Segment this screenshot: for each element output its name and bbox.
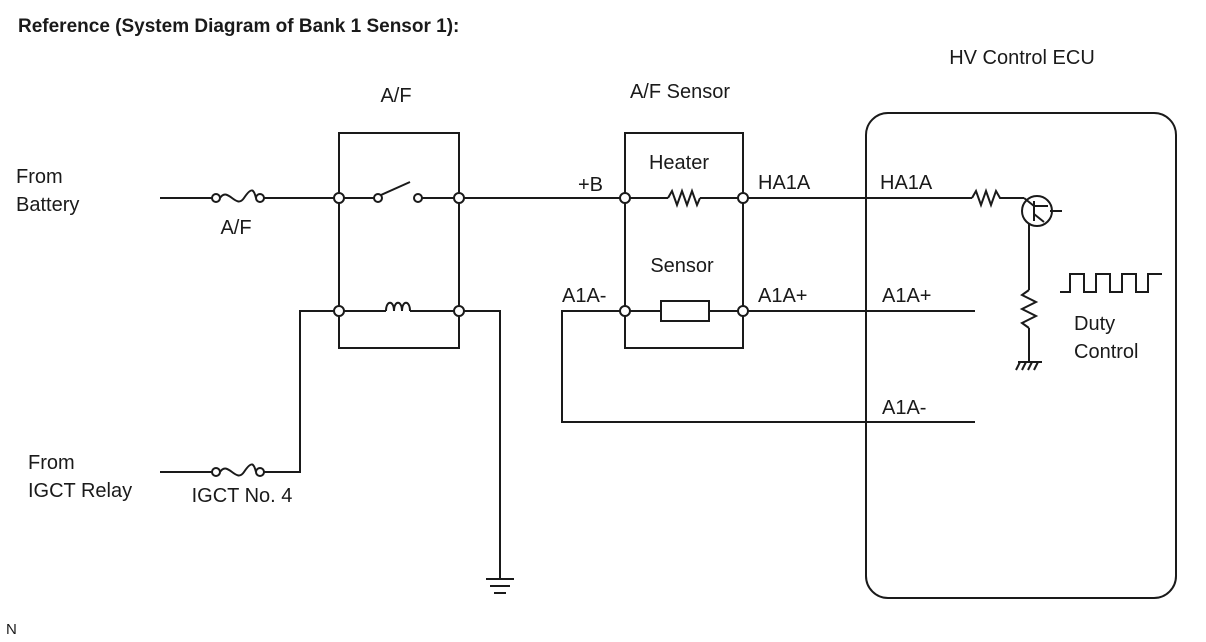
af-sensor-box	[624, 132, 744, 349]
transistor-icon	[1021, 195, 1062, 227]
from-igct-label-2: IGCT Relay	[28, 480, 132, 502]
ha1a-sensor-label: HA1A	[758, 172, 811, 194]
a1a-minus-wire	[561, 310, 975, 423]
heater-label: Heater	[649, 152, 709, 174]
pulldown-resistor-icon	[1019, 289, 1039, 329]
duty-waveform-icon	[1060, 273, 1162, 293]
igct-fuse-label: IGCT No. 4	[192, 485, 293, 507]
ha1a-ecu-label: HA1A	[880, 172, 933, 194]
relay-terminal-node	[333, 305, 345, 317]
sensor-terminal-node	[737, 192, 749, 204]
af-relay-box	[338, 132, 460, 349]
sensor-terminal-node	[619, 305, 631, 317]
plus-b-terminal-label: +B	[578, 174, 603, 196]
igct-fuse-icon	[211, 463, 265, 477]
a1a-minus-ecu-label: A1A-	[882, 397, 926, 419]
footer-code: N	[6, 621, 17, 638]
heater-resistor-icon	[667, 188, 701, 208]
duty-label-2: Control	[1074, 341, 1138, 363]
a1a-minus-sensor-label: A1A-	[562, 285, 606, 307]
sensor-element-icon	[660, 300, 710, 322]
a1a-plus-sensor-label: A1A+	[758, 285, 807, 307]
relay-coil-icon	[385, 301, 411, 312]
from-igct-label-1: From	[28, 452, 75, 474]
af-relay-heading: A/F	[380, 85, 411, 107]
from-battery-label-2: Battery	[16, 194, 79, 216]
relay-terminal-node	[453, 192, 465, 204]
sensor-terminal-node	[737, 305, 749, 317]
ecu-resistor-icon	[971, 188, 1024, 208]
relay-terminal-node	[453, 305, 465, 317]
sensor-terminal-node	[619, 192, 631, 204]
relay-switch-icon	[373, 181, 423, 203]
ecu-box	[865, 112, 1177, 599]
relay-terminal-node	[333, 192, 345, 204]
af-fuse-label: A/F	[220, 217, 251, 239]
sensor-label: Sensor	[650, 255, 714, 277]
duty-label-1: Duty	[1074, 313, 1115, 335]
diagram-title: Reference (System Diagram of Bank 1 Sens…	[18, 16, 459, 37]
chassis-ground-icon	[1015, 361, 1042, 371]
from-battery-label-1: From	[16, 166, 63, 188]
af-fuse-icon	[211, 189, 265, 203]
coil-ground-wire	[464, 310, 501, 578]
igct-to-coil-wire	[264, 310, 334, 473]
ground-icon	[486, 578, 514, 594]
ecu-heading: HV Control ECU	[949, 47, 1095, 69]
af-sensor-heading: A/F Sensor	[630, 81, 730, 103]
a1a-plus-ecu-label: A1A+	[882, 285, 931, 307]
